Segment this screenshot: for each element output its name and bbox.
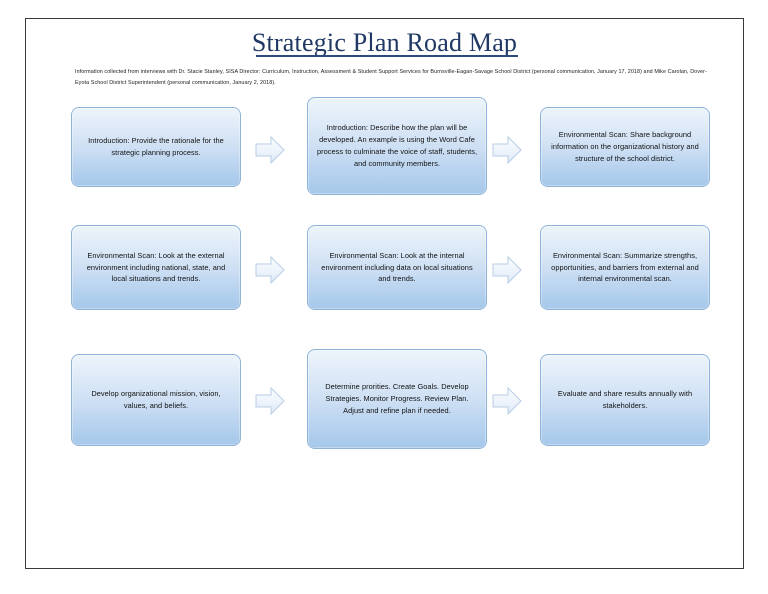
flow-step-label: Develop organizational mission, vision, …: [91, 389, 221, 410]
flow-step-box[interactable]: Introduction: Provide the rationale for …: [71, 107, 241, 187]
flow-step-label: Environmental Scan: Look at the internal…: [321, 250, 473, 284]
flow-step-label: Environmental Scan: Share background inf…: [551, 130, 699, 163]
flow-step-label: Introduction: Describe how the plan will…: [316, 123, 478, 168]
flow-step-label: Introduction: Provide the rationale for …: [88, 136, 224, 157]
right-arrow-icon: [492, 134, 522, 166]
flow-step-box[interactable]: Develop organizational mission, vision, …: [71, 354, 241, 446]
right-arrow-icon: [255, 254, 285, 286]
flow-diagram: Introduction: Provide the rationale for …: [26, 19, 745, 570]
title-underline-rule: [256, 55, 518, 57]
right-arrow-icon: [492, 254, 522, 286]
flow-step-label: Environmental Scan: Look at the external…: [86, 250, 226, 284]
flow-step-box[interactable]: Environmental Scan: Share background inf…: [540, 107, 710, 187]
page-title: Strategic Plan Road Map: [251, 28, 518, 57]
right-arrow-icon: [492, 385, 522, 417]
flow-step-box[interactable]: Evaluate and share results annually with…: [540, 354, 710, 446]
flow-step-box[interactable]: Introduction: Describe how the plan will…: [307, 97, 487, 195]
flow-step-label: Evaluate and share results annually with…: [557, 389, 693, 410]
flow-step-box[interactable]: Determine prorities. Create Goals. Devel…: [307, 349, 487, 449]
document-frame: Strategic Plan Road Map Information coll…: [25, 18, 744, 569]
flow-step-label: Environmental Scan: Summarize strengths,…: [551, 250, 699, 284]
title-block: Strategic Plan Road Map: [26, 28, 743, 58]
flow-step-box[interactable]: Environmental Scan: Look at the internal…: [307, 225, 487, 310]
flow-step-label: Determine prorities. Create Goals. Devel…: [325, 382, 469, 415]
source-note: Information collected from interviews wi…: [75, 69, 707, 86]
flow-step-box[interactable]: Environmental Scan: Summarize strengths,…: [540, 225, 710, 310]
right-arrow-icon: [255, 385, 285, 417]
right-arrow-icon: [255, 134, 285, 166]
flow-step-box[interactable]: Environmental Scan: Look at the external…: [71, 225, 241, 310]
